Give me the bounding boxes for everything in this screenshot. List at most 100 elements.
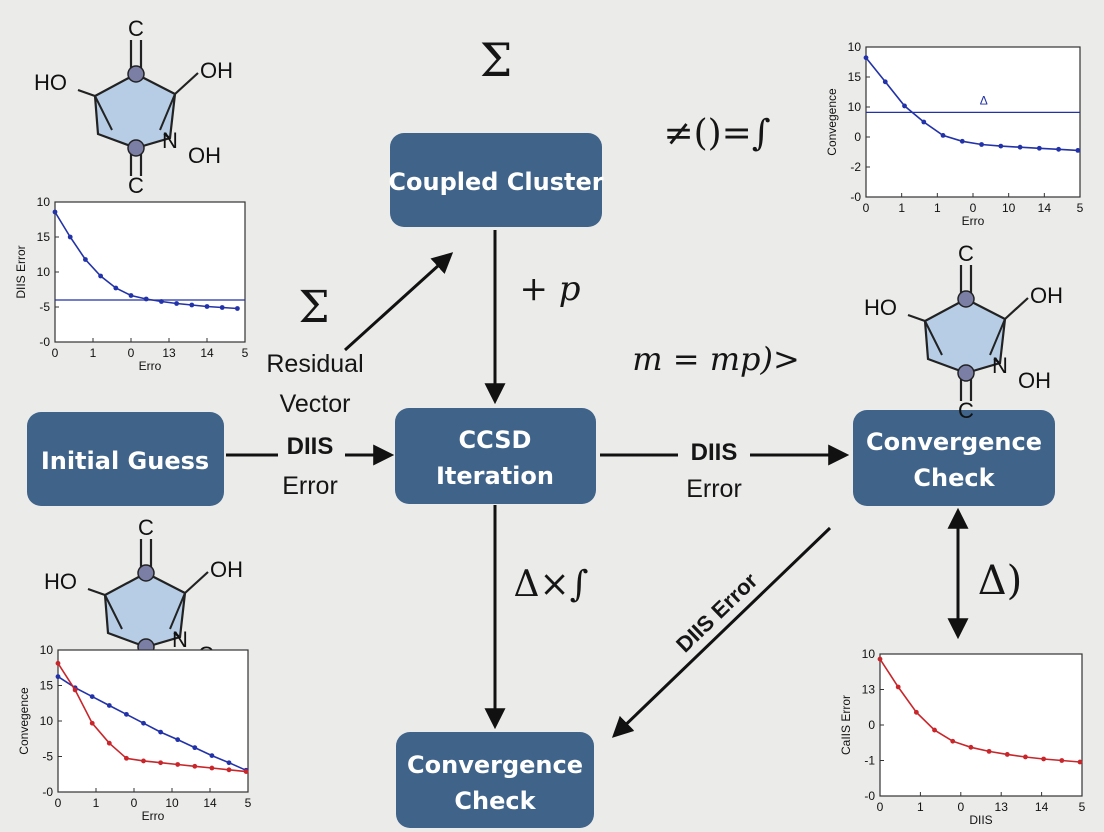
data-point [235,306,240,311]
data-point [113,285,119,291]
y-tick-label: -1 [864,754,875,768]
x-tick-label: 1 [93,796,100,810]
arrow-residual-to-cc [343,252,454,352]
molecule-atom-dot-top [957,290,975,308]
data-point [189,302,195,308]
data-point [950,738,956,744]
x-tick-label: 10 [165,796,179,810]
x-tick-label: 14 [200,346,214,360]
x-axis-label: Erro [962,214,985,228]
data-point [143,296,149,302]
node-ccsd-label-line1: CCSD [459,426,532,454]
y-tick-label: -5 [39,300,50,314]
x-tick-label: 5 [242,346,249,360]
arrows [226,230,969,738]
node-ccsd-iteration[interactable]: CCSD Iteration [395,408,596,504]
y-axis-label: CaIIS Error [839,695,853,755]
y-tick-label: -5 [42,750,53,764]
atom-label-bottom: C [128,173,144,198]
node-conv-right-line1: Convergence [866,428,1042,456]
data-point [1036,145,1042,151]
plus-p-expression: + p [519,269,580,309]
data-point [1059,758,1065,763]
data-point [219,305,225,310]
molecule-bridge [924,318,1006,356]
diis-left-label-line1: DIIS [287,433,334,460]
y-tick-label: 10 [862,647,876,661]
atom-label-nsub: OH [188,143,221,168]
sigma-top: Σ [480,33,513,87]
y-axis-label: DIIS Error [14,245,28,298]
data-point [968,744,974,750]
molecule-atom-dot-top [137,564,155,582]
data-point [998,143,1004,149]
molecule-double-bond-bottom [129,152,143,176]
data-point [124,755,129,761]
atom-label-left: HO [34,70,67,95]
node-convergence-check-right[interactable]: Convergence Check [853,410,1055,506]
molecule-double-bond-bottom [959,377,973,401]
x-tick-label: 14 [203,796,217,810]
x-tick-label: 0 [52,346,59,360]
data-point [124,711,129,717]
atom-label-right: OH [210,557,243,582]
atom-label-n: N [172,627,188,652]
y-tick-label: 10 [848,40,862,54]
data-point [932,727,937,733]
x-tick-label: 13 [995,800,1009,814]
atom-label-right: OH [1030,283,1063,308]
y-tick-label: 10 [848,100,862,114]
data-point [159,299,164,304]
x-tick-label: 0 [131,796,138,810]
y-tick-label: 13 [862,683,876,697]
data-point [98,273,103,279]
x-axis-label: Erro [139,359,162,373]
atom-label-top: C [128,16,144,41]
node-coupled-cluster[interactable]: Coupled Cluster [388,133,604,227]
data-point [106,740,112,746]
x-tick-label: 13 [162,346,176,360]
node-initial-guess[interactable]: Initial Guess [27,412,224,506]
y-tick-label: 0 [868,718,875,732]
data-point [209,753,215,759]
data-point [243,769,249,774]
data-point [1075,147,1081,153]
y-tick-label: 0 [854,130,861,144]
y-tick-label: 15 [40,679,54,693]
delta-int-expression: Δ×∫ [514,564,589,605]
node-convergence-check-bottom[interactable]: Convergence Check [396,732,594,828]
neq-expression: ≠()=∫ [663,113,770,154]
atom-label-right: OH [200,58,233,83]
x-tick-label: 1 [898,201,905,215]
data-point [174,301,180,306]
data-point [55,674,61,680]
data-point [204,304,210,309]
diis-right-label-line2: Error [686,475,742,503]
residual-vector-label-line2: Vector [280,390,351,418]
data-point [158,760,164,766]
series-line [879,658,1081,763]
data-point [89,694,95,699]
data-point [959,138,965,144]
diis-error-diagonal-label: DIIS Error [671,568,763,658]
series-line [57,662,247,773]
data-point [986,748,992,754]
data-point [128,293,134,298]
y-tick-label: -2 [850,160,861,174]
atom-label-n: N [992,353,1008,378]
atom-label-bottom: C [958,398,974,423]
chart-plot-area [879,653,1083,797]
data-point [863,55,869,61]
data-point [141,758,146,764]
data-point [882,79,888,85]
data-point [67,234,73,240]
data-point [877,656,883,662]
x-tick-label: 0 [957,800,964,814]
